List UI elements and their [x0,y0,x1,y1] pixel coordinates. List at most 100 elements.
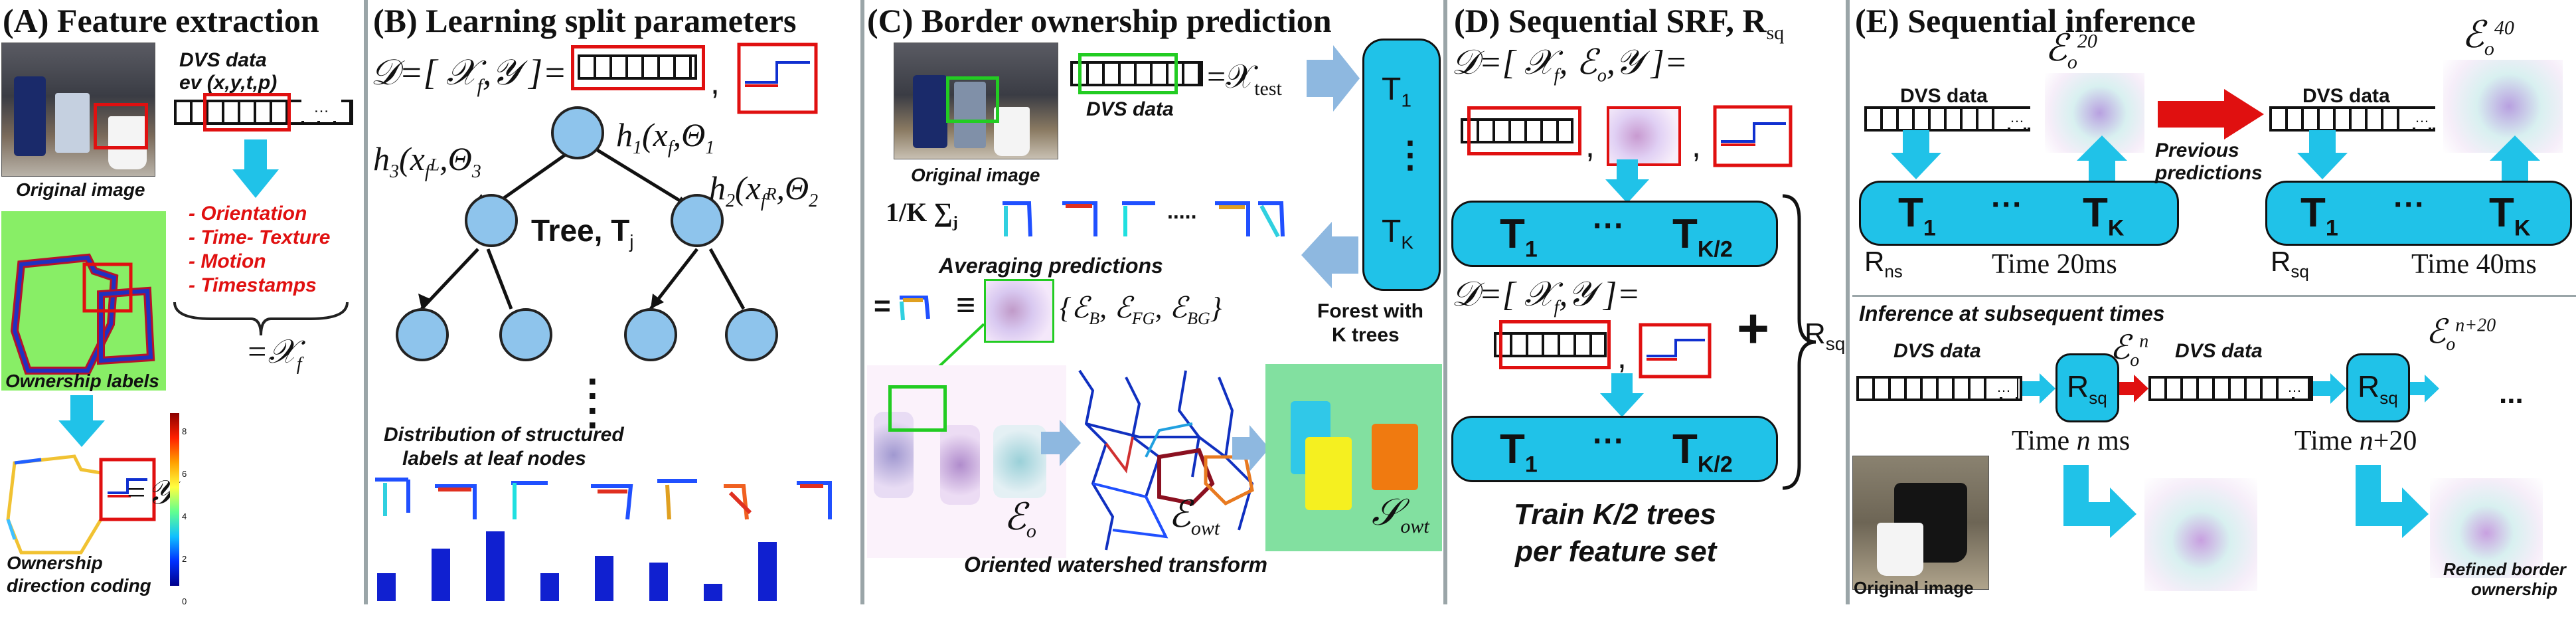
direction-coding-caption-2: direction coding [7,575,151,596]
panel-a-title: (A) Feature extraction [3,2,319,39]
dataset-equation-d2: 𝒟=[ 𝒳f,𝒴 ]= [1451,276,1641,318]
eo20-label: ℰo20 [2045,28,2097,74]
arrow-e3-a [2022,373,2055,404]
tree-leaf-4 [725,308,778,361]
refined-caption-2: ownership [2471,579,2558,599]
previous-caption-2: predictions [2155,162,2263,184]
dvs-bar-b [578,54,697,80]
arrow-from-forest [1301,222,1358,288]
sowt-label: 𝒮owt [1372,492,1429,538]
arrow-e3-b [2313,373,2346,404]
leaf-distribution-bar [540,573,559,601]
dvs-data-label-c: DVS data [1086,98,1174,120]
rns-label: Rns [1864,246,1903,282]
refined-caption-1: Refined border [2443,559,2566,579]
dvs-roi-box [203,93,291,132]
feature-orientation: - Orientation [189,203,307,224]
test-roi-box [946,76,999,123]
label-patch-d1 [1713,105,1793,167]
feature-list: - Orientation - Time- Texture - Motion -… [189,202,330,298]
dvs-roi-box-b [571,45,705,90]
leaf-caption-1: Distribution of structured [384,424,624,446]
ellipsis-e: ... [2499,377,2524,410]
forest-d2: T1 ··· TK/2 [1451,416,1778,482]
label-patch-d2 [1639,323,1712,379]
arrow-owt-to-sowt [1232,425,1269,472]
averaging-caption: Averaging predictions [939,254,1163,278]
forest-d2-dots: ··· [1593,424,1625,459]
roi-box [94,103,148,149]
original-image-c [894,43,1058,159]
subsequent-caption: Inference at subsequent times [1859,302,2165,325]
dvs-bar-e1 [1864,106,2030,132]
down-arrow-e2 [2297,130,2348,179]
original-image-a [1,43,155,177]
dataset-equation-b: 𝒟=[ 𝒳f,𝒴 ]= [370,52,567,97]
xf-equation: =𝒳f [246,333,302,375]
feature-motion: - Motion [189,250,266,272]
direction-coding-caption-1: Ownership [7,553,103,573]
time-n-label: Time n ms [2012,426,2131,456]
dvs-roi-d1 [1467,106,1581,155]
train-caption-1: Train K/2 trees [1514,498,1716,531]
dvs-label-e3: DVS data [1893,340,1981,362]
averaged-patch [900,296,930,321]
forest-d2-tk: TK/2 [1672,426,1733,478]
forest-t1: T1 [1382,72,1411,111]
previous-predictions-arrow [2158,89,2264,139]
time-n20-label: Time n+20 [2294,426,2417,456]
rsq-label-e1: Rsq [2271,246,2309,282]
eon20-label: ℰon+20 [2426,313,2496,355]
equivalent-sign: ≡ [956,286,976,323]
arrow-to-forest [1307,45,1360,112]
divider-de [1846,0,1850,604]
tree-left-node [465,194,518,247]
sowt-segmentation [1265,364,1442,551]
leaf-distribution-bar [649,563,668,601]
split-function-h3: h3(xfL,Θ3 [373,140,481,182]
patch-dots: ..... [1167,199,1197,223]
eo-patch-d [1607,106,1681,166]
leaf-distribution-bar [486,531,505,601]
tree-continuation-dots: .... [587,349,598,437]
leaf-distribution-bar [595,556,613,601]
original-image-label-a: Original image [16,179,145,200]
plus-sign: + [1737,297,1770,359]
dvs-bar-d2 [1494,332,1607,357]
label-patch-b [737,43,818,114]
comma-d1: , [1585,127,1595,164]
mug-shape [14,76,46,156]
dvs-bar-e2 [2269,106,2435,132]
rsq-box-2: Rsq [2346,353,2410,422]
divider-bc [860,0,864,604]
divider-cd [1443,0,1447,604]
refined-prediction-2 [2430,478,2543,578]
time-40-label: Time 40ms [2411,249,2537,280]
dvs-roi-d2 [1499,320,1611,369]
forest-e2: T1 ··· TK [2265,181,2572,246]
up-arrow-e2 [2490,135,2540,185]
tree-root-node [551,106,604,159]
dvs-bar-c [1070,61,1203,86]
forest-tk: TK [1382,214,1414,253]
edge-sets: {ℰB, ℰFG, ℰBG} [1060,292,1222,328]
eo20-prediction [2045,73,2144,153]
divider-e-horizontal [1852,295,2576,297]
split-function-h2: h2(xfR,Θ2 [709,169,819,211]
dvs-bar-d1 [1461,118,1573,143]
forest-d1-tk: TK/2 [1672,211,1733,262]
arrow-e3-red [2119,375,2148,402]
original-image-label-e: Original image [1854,578,1974,598]
tree-leaf-1 [396,308,449,361]
rsq-brace [1782,194,1816,490]
rsq-label-d: Rsq [1805,317,1846,354]
forest-d2-t1: T1 [1500,426,1538,478]
eo-prediction-image [867,365,1066,558]
rsq-box-1: Rsq [2055,353,2119,422]
original-image-e [1852,456,1989,590]
down-arrow-a2 [58,395,105,447]
turn-arrow-2 [2356,465,2429,538]
panel-c-title: (C) Border ownership prediction [867,2,1332,39]
leaf-caption-2: labels at leaf nodes [402,448,586,470]
down-arrow-e1 [1891,130,1941,179]
